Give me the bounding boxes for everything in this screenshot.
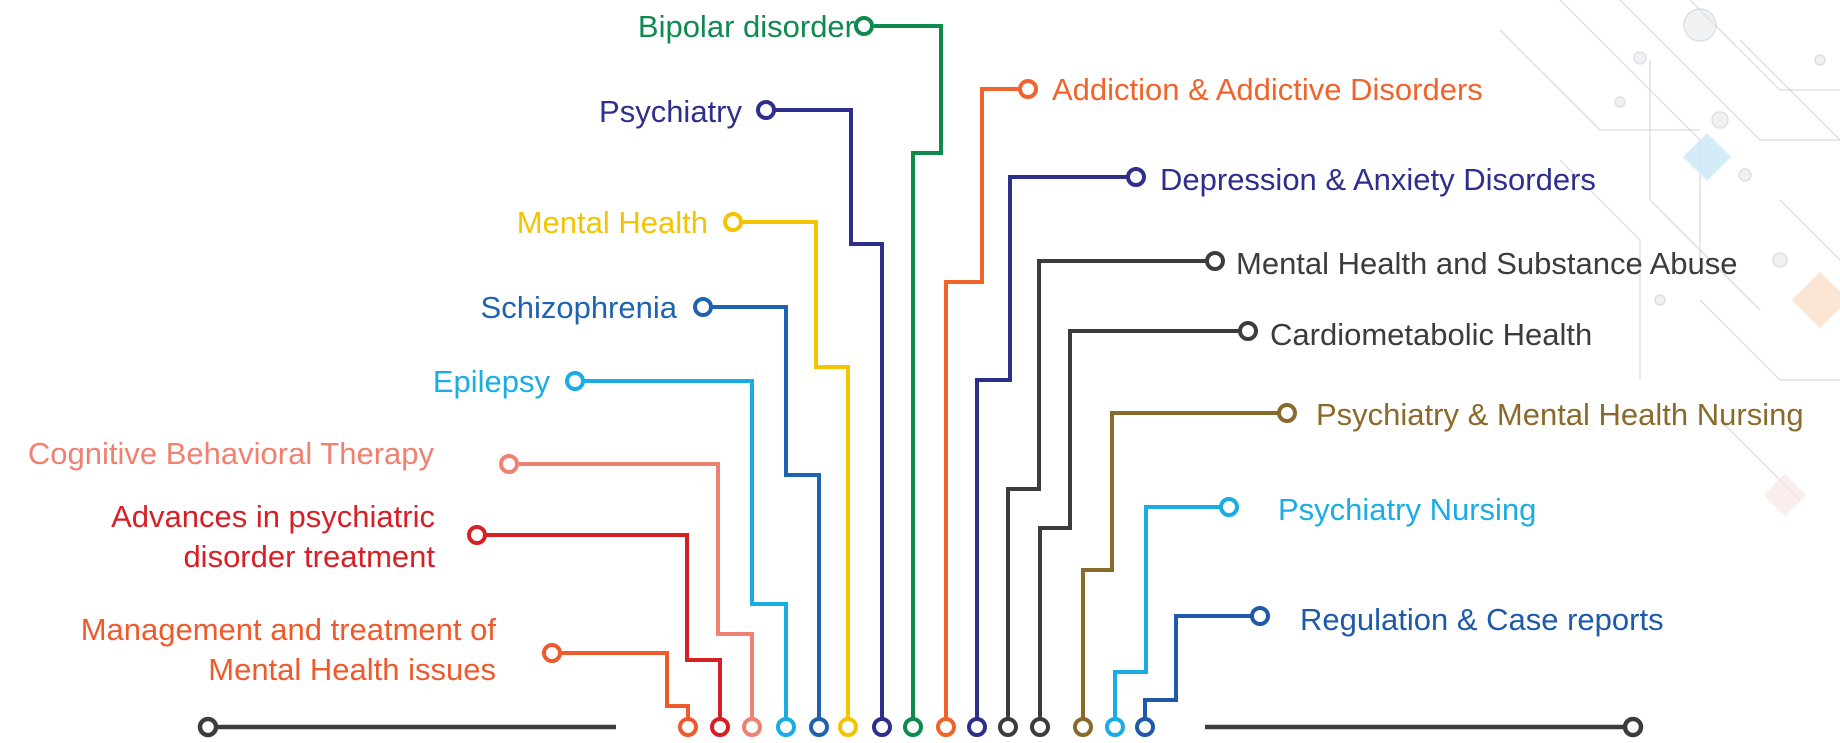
psychiatry-base-node — [872, 717, 892, 737]
substance-end-node — [1205, 251, 1225, 271]
label-substance: Mental Health and Substance Abuse — [1236, 246, 1738, 281]
label-regulation: Regulation & Case reports — [1300, 602, 1664, 637]
nursing-mh-base-node — [1073, 717, 1093, 737]
mental-health-base-node — [838, 717, 858, 737]
bipolar-base-node — [903, 717, 923, 737]
label-advances: Advances in psychiatric disorder treatme… — [111, 497, 435, 577]
bipolar-end-node — [854, 16, 874, 36]
schizophrenia-base-node — [809, 717, 829, 737]
nursing-mh-end-node — [1277, 403, 1297, 423]
bipolar-trace — [874, 24, 943, 727]
decor-diamond-blue — [1682, 132, 1732, 182]
baseline-left-end-node — [197, 716, 219, 738]
substance-trace — [1006, 259, 1207, 727]
advances-trace — [485, 533, 722, 727]
decor-node — [1814, 54, 1826, 66]
label-advances-line1: Advances in psychiatric — [111, 499, 435, 534]
cbt-trace — [517, 462, 754, 727]
regulation-end-node — [1250, 606, 1270, 626]
regulation-base-node — [1135, 717, 1155, 737]
substance-base-node — [998, 717, 1018, 737]
decor-line — [1699, 299, 1840, 381]
connector-traces — [485, 24, 1279, 727]
label-mental-health: Mental Health — [516, 205, 708, 240]
decor-node — [1614, 96, 1626, 108]
management-base-node — [678, 717, 698, 737]
label-cardio: Cardiometabolic Health — [1270, 317, 1593, 352]
nursing-mh-trace — [1081, 411, 1279, 727]
addiction-trace — [944, 87, 1020, 727]
baseline — [197, 716, 1644, 738]
decorative-circuit-background — [1499, 0, 1840, 517]
management-end-node — [542, 643, 562, 663]
decor-diamond-orange — [1791, 271, 1840, 329]
label-management-line2: Mental Health issues — [208, 652, 496, 687]
epilepsy-end-node — [565, 371, 585, 391]
cardio-trace — [1038, 329, 1240, 727]
decor-line — [1619, 0, 1840, 141]
baseline-right-end-node — [1622, 716, 1644, 738]
nursing-trace — [1113, 505, 1221, 727]
label-schizophrenia: Schizophrenia — [480, 290, 677, 325]
depression-trace — [975, 175, 1128, 727]
label-management: Management and treatment of Mental Healt… — [81, 610, 496, 690]
cardio-base-node — [1030, 717, 1050, 737]
label-depression: Depression & Anxiety Disorders — [1160, 162, 1596, 197]
decor-node — [1683, 8, 1717, 42]
regulation-trace — [1143, 614, 1252, 727]
label-management-line1: Management and treatment of — [80, 612, 496, 647]
schizophrenia-end-node — [693, 297, 713, 317]
decor-line — [1559, 159, 1641, 380]
nursing-base-node — [1105, 717, 1125, 737]
depression-end-node — [1126, 167, 1146, 187]
decor-line — [1499, 29, 1700, 131]
mental-health-end-node — [723, 212, 743, 232]
depression-base-node — [967, 717, 987, 737]
decor-diamond-pink — [1763, 473, 1807, 517]
decor-node — [1711, 111, 1729, 129]
label-psychiatry: Psychiatry — [599, 94, 742, 129]
decor-node — [1633, 51, 1647, 65]
cbt-end-node — [499, 454, 519, 474]
cardio-end-node — [1238, 321, 1258, 341]
decor-node — [1654, 294, 1666, 306]
schizophrenia-trace — [711, 305, 821, 727]
cbt-base-node — [742, 717, 762, 737]
label-addiction: Addiction & Addictive Disorders — [1052, 72, 1483, 107]
connector-nodes — [467, 16, 1297, 737]
epilepsy-trace — [583, 379, 788, 727]
addiction-base-node — [936, 717, 956, 737]
management-trace — [560, 651, 690, 727]
decor-line — [1779, 199, 1840, 261]
label-advances-line2: disorder treatment — [183, 539, 435, 574]
label-epilepsy: Epilepsy — [432, 364, 550, 399]
label-nursing-mh: Psychiatry & Mental Health Nursing — [1316, 397, 1804, 432]
epilepsy-base-node — [776, 717, 796, 737]
advances-base-node — [710, 717, 730, 737]
decor-line — [1649, 60, 1761, 311]
label-cbt: Cognitive Behavioral Therapy — [27, 436, 434, 471]
psychiatry-end-node — [756, 100, 776, 120]
addiction-end-node — [1018, 79, 1038, 99]
nursing-end-node — [1219, 497, 1239, 517]
psychiatry-trace — [774, 108, 884, 727]
decor-line — [1739, 39, 1840, 141]
mental-health-trace — [741, 220, 850, 727]
decor-node — [1772, 252, 1788, 268]
label-nursing: Psychiatry Nursing — [1278, 492, 1537, 527]
decor-node — [1738, 168, 1752, 182]
advances-end-node — [467, 525, 487, 545]
decor-line — [1689, 0, 1840, 91]
label-bipolar: Bipolar disorder — [637, 9, 855, 44]
